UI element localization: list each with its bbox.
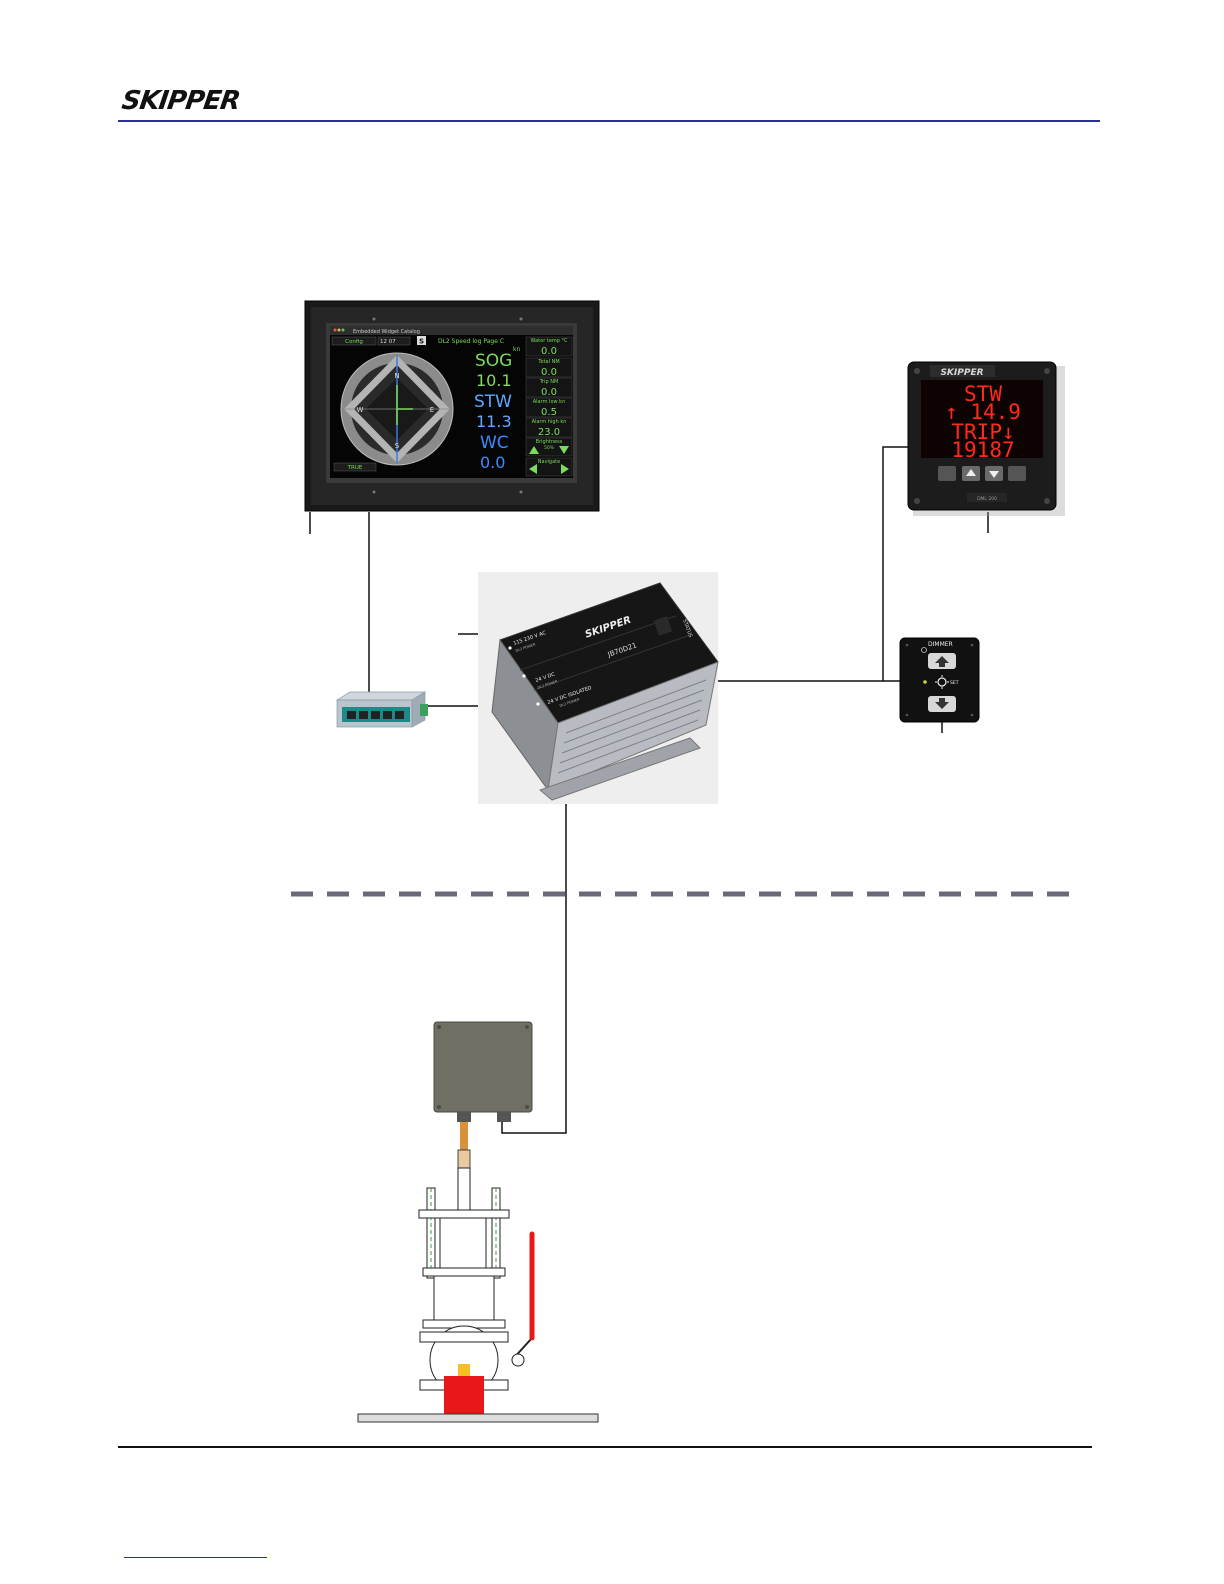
- dimmer-title: DIMMER: [928, 641, 953, 648]
- wc-label: WC: [480, 433, 509, 453]
- repeater-led-screen: [921, 380, 1043, 458]
- brightness-value: 50%: [544, 445, 555, 451]
- brightness-up-icon[interactable]: [529, 446, 539, 454]
- ethernet-port-icon: [371, 711, 380, 719]
- panel-navigate: [525, 457, 573, 477]
- page-title: DL2 Speed log Page C: [438, 338, 504, 345]
- panel-alarm-low: [525, 397, 573, 418]
- electronics-unit: SKIPPER JB70D21 STATUS 115 230 V AC DL2 …: [478, 572, 719, 804]
- main-display: Embedded Widget Catalog Config 12 07 S D…: [304, 300, 600, 512]
- repeater-right-button[interactable]: [1008, 466, 1026, 481]
- sun-icon: [937, 677, 947, 687]
- panel-value: 0.0: [541, 367, 557, 378]
- ethernet-port-icon: [383, 711, 392, 719]
- repeater-line-4: 19187: [951, 438, 1014, 462]
- ethernet-port-icon: [347, 711, 356, 719]
- svg-text:S: S: [395, 442, 400, 450]
- panel-alarm-high: [525, 417, 573, 438]
- unit-row-2-sub: DL2 POWER: [537, 679, 559, 690]
- config-button[interactable]: [331, 336, 377, 346]
- svg-text:S: S: [419, 338, 424, 346]
- panel-label: Alarm high kn: [532, 419, 567, 425]
- repeater-line-2: ↑ 14.9: [945, 400, 1021, 424]
- wc-value: 0.0: [480, 453, 505, 472]
- panel-value: 0.5: [541, 407, 557, 418]
- network-switch: [335, 691, 428, 728]
- cable-gland-icon: [497, 1112, 511, 1122]
- stw-label: STW: [474, 392, 512, 412]
- svg-text:W: W: [357, 406, 364, 414]
- ethernet-port-icon: [359, 711, 368, 719]
- panel-value: 0.0: [541, 387, 557, 398]
- svg-text:E: E: [430, 406, 434, 414]
- panel-label: Alarm low kn: [533, 399, 566, 405]
- mode-button[interactable]: [333, 462, 377, 472]
- hull-plate: [357, 1413, 599, 1423]
- sensor-head: [444, 1376, 484, 1420]
- repeater-brand: SKIPPER: [940, 368, 983, 378]
- brightness-label: Brightness: [536, 439, 563, 445]
- stw-value: 11.3: [476, 412, 512, 431]
- arrow-down-icon: [989, 471, 999, 478]
- repeater-display: SKIPPER STW ↑ 14.9 TRIP↓ 19187 DML 200: [907, 361, 1065, 516]
- sog-label: SOG: [475, 351, 512, 371]
- unit-row-3-sub: DL2 POWER: [559, 697, 581, 708]
- footer-rule: [118, 1446, 1092, 1448]
- panel-trip-nm: [525, 377, 573, 398]
- dimmer-indicator-icon: [923, 680, 927, 684]
- svg-text:N: N: [394, 372, 399, 380]
- unit-to-repeater-cable: [660, 446, 908, 682]
- ethernet-port-icon: [395, 711, 404, 719]
- navigate-label: Navigate: [538, 459, 560, 465]
- navigate-left-icon[interactable]: [529, 464, 537, 474]
- panel-value: 23.0: [538, 427, 560, 438]
- dimmer-set-label: SET: [950, 680, 959, 686]
- footer-link-underline: [124, 1557, 267, 1558]
- dimmer-panel: DIMMER SET: [899, 637, 980, 723]
- navigate-right-icon[interactable]: [561, 464, 569, 474]
- dimmer-led-icon: [921, 647, 927, 653]
- repeater-model: DML 200: [977, 496, 997, 502]
- window-title: Embedded Widget Catalog: [353, 329, 420, 335]
- time-display: 12 07: [380, 339, 396, 345]
- panel-total-nm: [525, 357, 573, 378]
- config-button-label: Config: [345, 339, 363, 345]
- sensor-valve-assembly: [357, 1122, 599, 1423]
- arrow-up-icon: [935, 656, 949, 667]
- mode-label: TRUE: [347, 465, 363, 471]
- unit-row-1-sub: DL2 POWER: [515, 642, 537, 653]
- side-panels: Water temp °C 0.0 Total NM 0.0 Trip NM 0…: [525, 336, 573, 477]
- unit-label: kn: [513, 346, 520, 353]
- sog-value: 10.1: [476, 371, 512, 390]
- panel-brightness: [525, 437, 573, 457]
- arrow-up-icon: [966, 469, 976, 476]
- panel-label: Water temp °C: [530, 338, 568, 344]
- arrow-down-icon: [935, 698, 949, 709]
- header-rule: [118, 120, 1100, 122]
- compass-rose: N S W E: [340, 352, 454, 466]
- logo-icon: [417, 336, 426, 345]
- panel-value: 0.0: [541, 346, 557, 357]
- cable-gland-icon: [457, 1112, 471, 1122]
- panel-water-temp: [525, 336, 573, 357]
- brightness-down-icon[interactable]: [559, 446, 569, 454]
- repeater-left-button[interactable]: [938, 466, 956, 481]
- unit-to-junction-cable: [501, 712, 567, 1134]
- junction-box: [433, 1021, 533, 1122]
- repeater-line-1: STW: [964, 382, 1002, 406]
- panel-label: Trip NM: [539, 379, 559, 385]
- repeater-line-3: TRIP↓: [951, 420, 1014, 444]
- panel-label: Total NM: [537, 359, 559, 365]
